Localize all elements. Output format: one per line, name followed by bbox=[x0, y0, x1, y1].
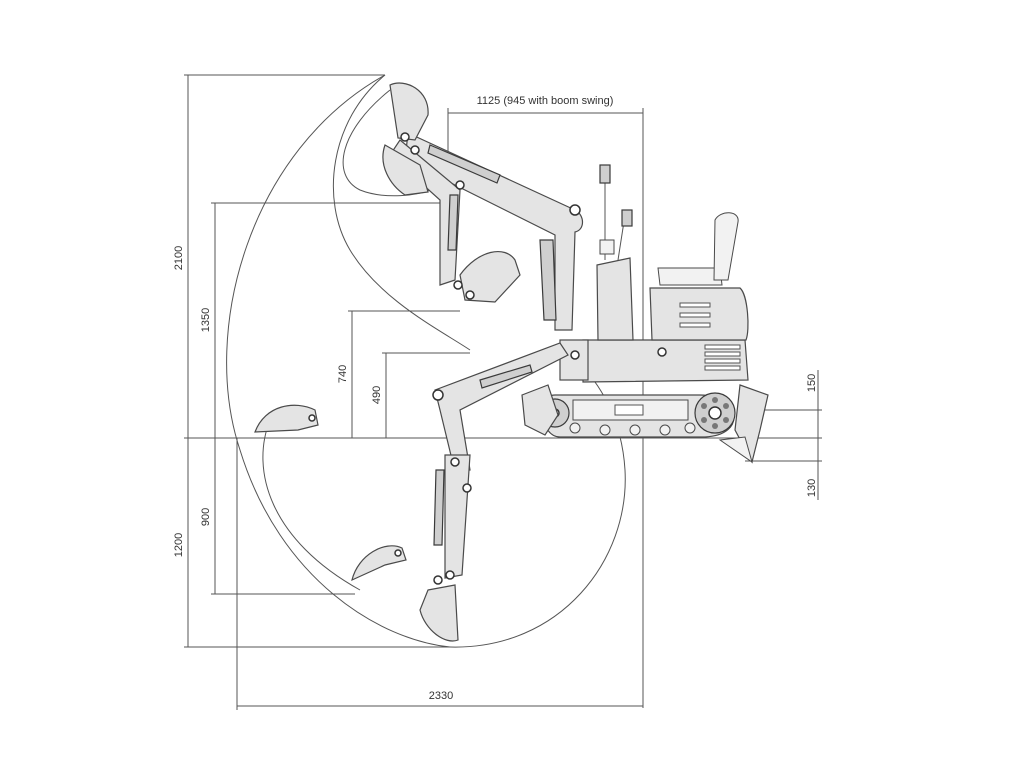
arm-position-lowered bbox=[419, 342, 569, 642]
pin-b bbox=[410, 145, 420, 155]
bucket-depth-pin bbox=[394, 549, 402, 557]
control-tower bbox=[596, 257, 634, 341]
swing-pin bbox=[570, 350, 580, 360]
pin-i bbox=[462, 483, 472, 493]
dimension-labels: 1125 (945 with boom swing) 2100 1350 740… bbox=[173, 95, 818, 702]
bucket-cylinder-raised bbox=[427, 144, 501, 184]
label-dump-height: 1350 bbox=[200, 308, 212, 332]
bucket-bottom bbox=[419, 584, 459, 642]
hood-vent-slots bbox=[679, 302, 711, 328]
control-box bbox=[599, 239, 615, 255]
label-top-reach: 1125 (945 with boom swing) bbox=[477, 95, 614, 107]
label-blade-drop: 130 bbox=[806, 479, 818, 497]
label-wall-depth: 900 bbox=[200, 508, 212, 526]
arm-cylinder-raised bbox=[447, 194, 459, 251]
bucket-ground-left bbox=[254, 404, 319, 433]
boom-pin-lowered bbox=[432, 389, 444, 401]
boom-cylinder-raised bbox=[539, 239, 557, 321]
bucket-mid bbox=[459, 251, 521, 303]
arm-position-raised bbox=[382, 82, 584, 331]
bucket-top bbox=[389, 82, 429, 141]
boom-lowered bbox=[434, 342, 569, 473]
front-blade bbox=[521, 384, 559, 436]
label-max-reach: 2330 bbox=[429, 690, 453, 702]
rear-blade-lowered bbox=[718, 436, 753, 464]
label-low-height: 490 bbox=[371, 386, 383, 404]
lower-right-arc bbox=[449, 354, 626, 648]
track-rollers bbox=[569, 422, 696, 436]
pin-g bbox=[433, 575, 443, 585]
seat-back bbox=[713, 212, 739, 281]
label-blade-lift: 150 bbox=[806, 374, 818, 392]
boom-pin-raised bbox=[569, 204, 581, 216]
vent-slots bbox=[704, 344, 741, 371]
upper-body bbox=[559, 164, 749, 383]
pin-d bbox=[453, 280, 463, 290]
working-range-arcs bbox=[226, 74, 626, 648]
bucket-positions bbox=[254, 404, 407, 582]
lever-knob-right bbox=[621, 209, 633, 227]
pin-f bbox=[445, 570, 455, 580]
label-dig-depth: 1200 bbox=[173, 533, 185, 557]
swing-bracket bbox=[559, 339, 589, 381]
inner-top-arc bbox=[333, 74, 471, 351]
boom-cylinder-lowered bbox=[479, 364, 533, 389]
pin-c bbox=[455, 180, 465, 190]
pin-e bbox=[465, 290, 475, 300]
arm-cylinder-lowered bbox=[433, 469, 445, 546]
dimension-lines bbox=[184, 74, 822, 710]
label-total-height: 2100 bbox=[173, 246, 185, 270]
bucket-depth-left bbox=[351, 545, 407, 582]
label-mid-height: 740 bbox=[337, 365, 349, 383]
bucket-curl bbox=[382, 144, 429, 196]
drive-sprocket bbox=[694, 392, 736, 434]
stick-lowered bbox=[444, 454, 471, 579]
undercarriage bbox=[521, 384, 769, 464]
outer-envelope-arc bbox=[226, 74, 451, 648]
pin-h bbox=[450, 457, 460, 467]
pin-a bbox=[400, 132, 410, 142]
body-bolt bbox=[657, 347, 667, 357]
bucket-ground-pin bbox=[308, 414, 316, 422]
lower-left-arc bbox=[262, 419, 361, 591]
lever-knob-left bbox=[599, 164, 611, 184]
track-slot bbox=[614, 404, 644, 416]
seat-cushion bbox=[657, 267, 723, 286]
